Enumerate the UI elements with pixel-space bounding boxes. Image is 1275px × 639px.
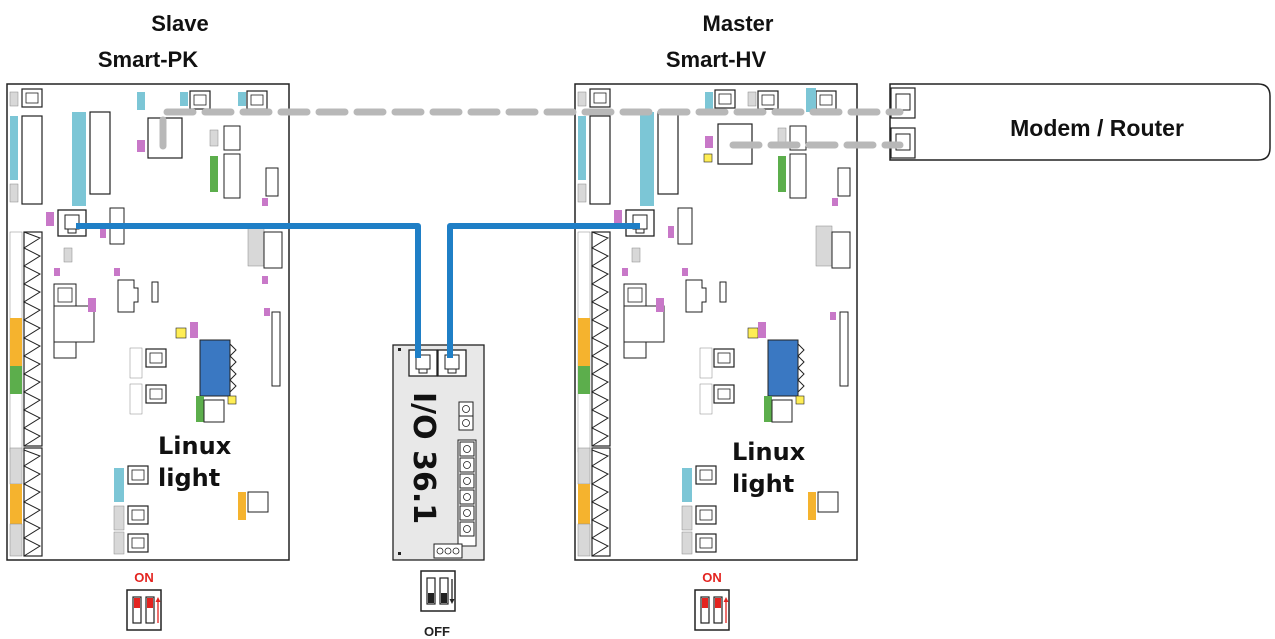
can-bus-cables	[76, 223, 640, 358]
ethernet-cables	[159, 108, 904, 150]
router-box	[889, 83, 1271, 161]
master-relay-block	[767, 339, 799, 397]
master-subtitle: Smart-HV	[666, 47, 767, 72]
master-can-label-chip	[614, 210, 622, 224]
slave-board: Slave Smart-PK	[6, 11, 290, 631]
slave-subtitle: Smart-PK	[98, 47, 198, 72]
slave-relay-block	[199, 339, 231, 397]
master-board: Master Smart-HV	[574, 11, 858, 631]
can-cable-slave-to-io	[76, 223, 421, 358]
io-dip-switch[interactable]	[420, 570, 456, 612]
slave-os-line1: Linux	[158, 432, 232, 460]
io-module-label: I/O 36.1	[406, 392, 441, 524]
router-label: Modem / Router	[1010, 115, 1184, 141]
master-dip-switch[interactable]	[694, 589, 730, 631]
io-port-left	[408, 349, 438, 377]
slave-can-label-chip	[46, 212, 54, 226]
master-os-line2: light	[732, 470, 794, 498]
master-pcb	[574, 83, 858, 561]
io-module: I/O 36.1 OFF	[392, 344, 485, 639]
slave-terminal-strip	[9, 231, 43, 557]
slave-dip-switch[interactable]	[126, 589, 162, 631]
slave-dip-label: ON	[134, 570, 154, 585]
modem-router: Modem / Router	[889, 83, 1271, 161]
can-cable-master-to-io	[447, 223, 640, 358]
master-title: Master	[703, 11, 774, 36]
master-terminal-strip	[577, 231, 611, 557]
slave-os-line2: light	[158, 464, 220, 492]
master-top-connectors	[577, 88, 851, 206]
slave-title: Slave	[151, 11, 209, 36]
master-os-line1: Linux	[732, 438, 806, 466]
ethernet-cable-slave	[159, 108, 904, 150]
io-dip-label: OFF	[424, 624, 450, 639]
master-dip-label: ON	[702, 570, 722, 585]
